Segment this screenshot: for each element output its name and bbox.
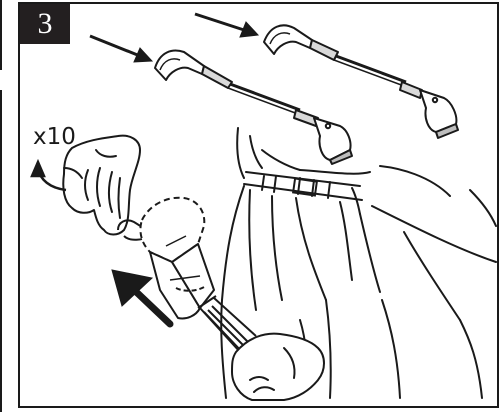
- curved-rotate-arrow-icon: [32, 162, 66, 190]
- step-illustration: [20, 4, 497, 406]
- repeat-count-label: x10: [33, 124, 76, 150]
- roof-bar-right: [264, 25, 458, 138]
- roof-bar-left: [155, 51, 352, 164]
- adjacent-panel-edge: [0, 0, 2, 70]
- arrow-pointing-bar-icon: [90, 36, 152, 62]
- adjacent-panel-edge: [0, 90, 2, 412]
- arrow-pointing-bar-icon: [195, 14, 258, 37]
- hand-holding-bar: [232, 334, 324, 400]
- bar-end-cap: [140, 198, 214, 319]
- step-number-badge: 3: [20, 4, 70, 44]
